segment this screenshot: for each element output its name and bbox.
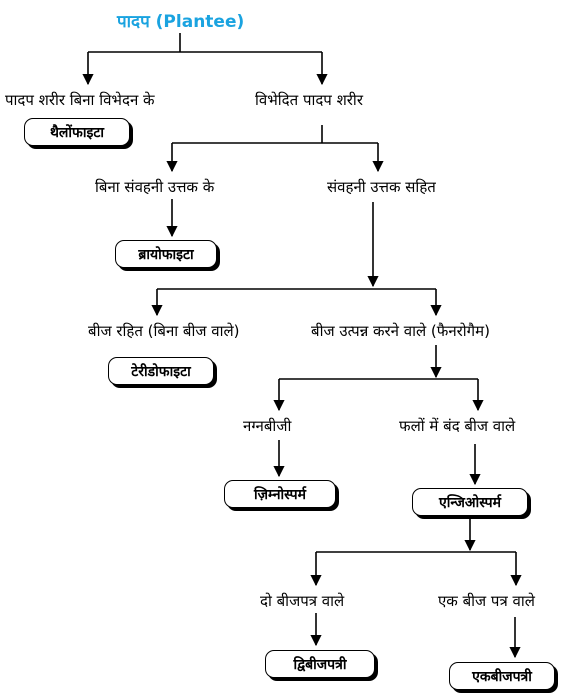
node-pteridophyta: टेरीडोफाइटा: [108, 357, 214, 385]
node-bryophyta: ब्रायोफाइटा: [115, 240, 217, 268]
node-thallophyta: थैलोंफाइटा: [24, 118, 130, 146]
label-without-vascular: बिना संवहनी उत्तक के: [95, 178, 215, 196]
node-dicot: द्विबीजपत्री: [265, 650, 375, 678]
label-differentiated: विभेदित पादप शरीर: [255, 91, 363, 109]
diagram-title: पादप (Plantee): [117, 12, 245, 32]
label-without-division: पादप शरीर बिना विभेदन के: [5, 91, 155, 109]
node-monocot: एकबीजपत्री: [449, 662, 555, 690]
label-seedless: बीज रहित (बिना बीज वाले): [88, 322, 240, 340]
label-one-cotyledon: एक बीज पत्र वाले: [438, 592, 535, 610]
label-seed-bearing: बीज उत्पन्न करने वाले (फैनरोगैम): [311, 322, 490, 340]
node-gymnosperm: ज़िम्नोस्पर्म: [224, 480, 336, 508]
node-angiosperm: एन्जिओस्पर्म: [412, 488, 528, 516]
label-two-cotyledons: दो बीजपत्र वाले: [260, 592, 345, 610]
label-with-vascular: संवहनी उत्तक सहित: [327, 178, 436, 196]
label-enclosed-seed: फलों में बंद बीज वाले: [399, 417, 516, 435]
label-naked-seed: नग्नबीजी: [243, 417, 292, 435]
